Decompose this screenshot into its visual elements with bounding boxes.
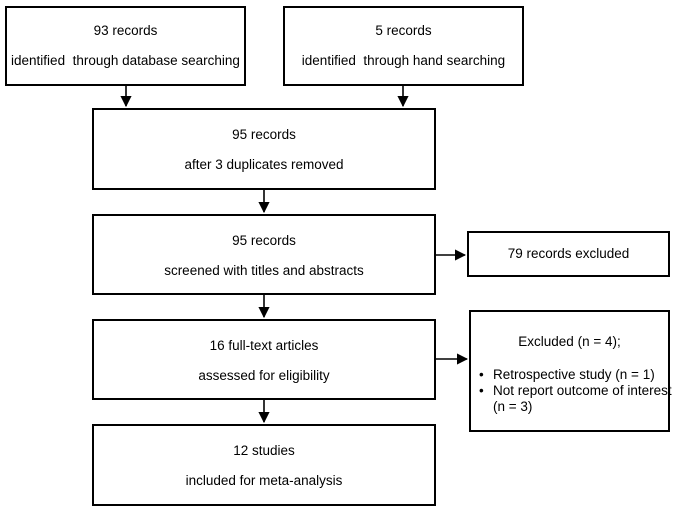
- screened-box: 95 records screened with titles and abst…: [92, 214, 436, 295]
- fulltext-box: 16 full-text articles assessed for eligi…: [92, 319, 436, 400]
- exclusion-bullet-2: •: [479, 383, 484, 398]
- included-count: 12 studies: [233, 443, 295, 458]
- exclusion-reason-2: Not report outcome of interest: [493, 383, 672, 398]
- screened-count: 95 records: [232, 233, 296, 248]
- included-desc: included for meta-analysis: [185, 473, 343, 488]
- included-box: 12 studies included for meta-analysis: [92, 424, 436, 506]
- exclusion-bullet-1: •: [479, 367, 484, 382]
- database-search-count: 93 records: [93, 23, 158, 38]
- after-duplicates-box: 95 records after 3 duplicates removed: [92, 108, 436, 190]
- exclusion-reason-1: Retrospective study (n = 1): [493, 367, 655, 382]
- database-search-box: 93 records identified through database s…: [5, 6, 246, 86]
- screen-excluded-box: 79 records excluded: [467, 231, 670, 277]
- screen-excluded-text: 79 records excluded: [507, 246, 630, 261]
- hand-search-desc: identified through hand searching: [301, 53, 506, 68]
- after-duplicates-count: 95 records: [232, 127, 296, 142]
- fulltext-desc: assessed for eligibility: [198, 368, 330, 383]
- fulltext-excluded-box: Excluded (n = 4); • Retrospective study …: [469, 310, 672, 432]
- screened-desc: screened with titles and abstracts: [164, 263, 364, 278]
- hand-search-count: 5 records: [375, 23, 432, 38]
- after-duplicates-desc: after 3 duplicates removed: [184, 157, 344, 172]
- fulltext-excluded-title: Excluded (n = 4);: [518, 334, 621, 349]
- fulltext-count: 16 full-text articles: [209, 338, 319, 353]
- exclusion-reason-2-count: (n = 3): [493, 399, 533, 414]
- hand-search-box: 5 records identified through hand search…: [283, 6, 524, 86]
- database-search-desc: identified through database searching: [11, 53, 240, 68]
